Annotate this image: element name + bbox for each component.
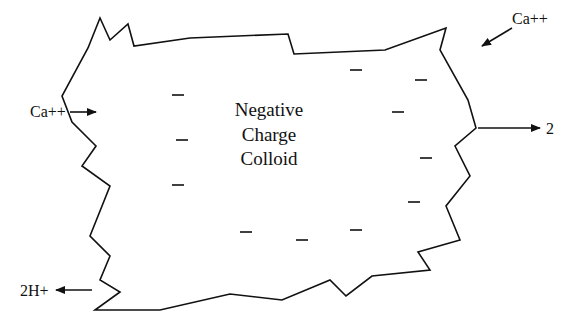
- inflow-arrow: [482, 28, 512, 46]
- inflow-arrow: [70, 111, 96, 113]
- outflow-arrow: [56, 289, 92, 291]
- colloid-particle: Negative Charge Colloid: [55, 12, 480, 315]
- colloid-label: Negative Charge Colloid: [213, 98, 325, 172]
- negative-charges: [172, 70, 432, 240]
- ion-label: 2H+: [20, 282, 49, 300]
- ion-label: 2: [546, 120, 554, 138]
- outflow-arrow: [478, 127, 540, 129]
- ion-label: Ca++: [512, 10, 548, 28]
- ion-label: Ca++: [30, 103, 66, 121]
